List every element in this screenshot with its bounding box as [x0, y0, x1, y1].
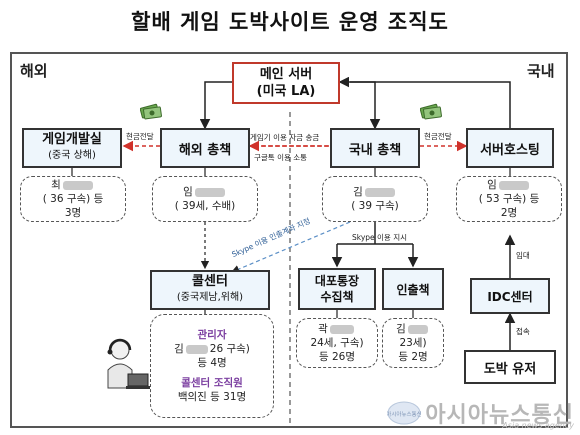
person-count: 등 26명: [318, 351, 356, 363]
person-name: 김: [353, 186, 363, 198]
skype-line: [230, 221, 351, 274]
money-icon: [420, 103, 442, 120]
server-hosting-box: 서버호스팅: [466, 128, 554, 168]
person-card-choi: 최 ( 36 구속) 등 3명: [20, 176, 126, 222]
bank-collector-line2: 수집책: [320, 290, 354, 304]
label-cash-right: 현금전달: [424, 132, 452, 141]
news-logo-icon: 아시아뉴스통신: [387, 401, 421, 425]
game-dev-location: (중국 상해): [48, 150, 96, 161]
manager-detail: 26 구속): [209, 343, 250, 355]
game-dev-box: 게임개발실 (중국 상해): [22, 128, 122, 168]
watermark-subtext: Asia news agency: [502, 421, 574, 430]
withdrawer-box: 인출책: [382, 268, 444, 310]
main-server-title: 메인 서버: [259, 67, 313, 82]
person-card-kim-withdraw: 김 23세) 등 2명: [382, 318, 444, 368]
arrow-hosting-to-server: [338, 76, 511, 128]
person-name: 곽: [318, 323, 328, 335]
manager-name: 김: [174, 343, 184, 355]
call-operator-icon: [107, 338, 150, 389]
person-detail: ( 53 구속) 등: [478, 193, 540, 205]
person-name: 김: [396, 323, 406, 335]
person-card-lim-hosting: 임 ( 53 구속) 등 2명: [456, 176, 562, 222]
main-server-location: (미국 LA): [256, 84, 316, 99]
page-title: 할배 게임 도박사이트 운영 조직도: [131, 10, 449, 34]
manager-heading: 관리자: [197, 329, 227, 341]
person-count: 3명: [64, 207, 82, 219]
label-skype-instruct: Skype 이용 지시: [352, 233, 408, 242]
call-center-title: 콜센터: [192, 274, 228, 289]
money-icon: [140, 103, 162, 120]
label-cash-left: 현금전달: [126, 132, 154, 141]
person-card-kwak: 곽 24세, 구속) 등 26명: [296, 318, 378, 368]
call-center-members-card: 관리자 김 26 구속) 등 4명 콜센터 조직원 백의진 등 31명: [150, 314, 274, 418]
arrow-server-to-overseas: [199, 81, 232, 130]
arrow-server-to-domestic: [350, 81, 381, 130]
diagram-frame: [10, 52, 568, 428]
person-count: 2명: [500, 207, 518, 219]
main-server-box: 메인 서버 (미국 LA): [232, 62, 340, 104]
person-count: 등 2명: [398, 351, 428, 363]
overseas-chief-box: 해외 총책: [160, 128, 250, 168]
person-name: 최: [51, 179, 61, 191]
manager-count: 등 4명: [197, 357, 227, 369]
person-name: 임: [487, 179, 497, 191]
call-center-location: (중국제남,위해): [176, 292, 244, 303]
badge-text: 아시아뉴스통신: [387, 410, 421, 418]
gambling-user-box: 도박 유저: [464, 350, 556, 384]
domestic-chief-box: 국내 총책: [330, 128, 420, 168]
bank-collector-line1: 대포통장: [314, 274, 360, 288]
staff-heading: 콜센터 조직원: [181, 377, 243, 389]
label-game-fund: 게임기 이용 자금 송금: [250, 133, 320, 142]
person-detail: 23세): [399, 337, 427, 349]
region-domestic-label: 국내: [527, 62, 555, 80]
watermark-text: 아시아뉴스통신: [425, 403, 574, 428]
person-detail: 24세, 구속): [310, 337, 364, 349]
person-card-kim-domestic: 김 ( 39 구속): [322, 176, 428, 222]
person-detail: ( 39 구속): [351, 200, 399, 212]
person-detail: ( 39세, 수배): [174, 200, 236, 212]
person-card-lim-overseas: 임 ( 39세, 수배): [152, 176, 258, 222]
idc-center-box: IDC센터: [470, 278, 550, 314]
person-detail: ( 36 구속) 등: [42, 193, 104, 205]
bank-collector-box: 대포통장 수집책: [298, 268, 376, 310]
person-name: 임: [183, 186, 193, 198]
region-overseas-label: 해외: [20, 62, 48, 80]
call-center-box: 콜센터 (중국제남,위해): [150, 270, 270, 310]
label-connect: 접속: [516, 327, 530, 336]
label-dev-communication: 구글톡 이용 소통: [254, 153, 308, 162]
game-dev-title: 게임개발실: [42, 132, 102, 147]
label-lease: 임대: [516, 251, 530, 260]
staff-text: 백의진 등 31명: [177, 391, 247, 403]
watermark: 아시아뉴스통신 아시아뉴스통신 Asia news agency: [387, 397, 574, 430]
